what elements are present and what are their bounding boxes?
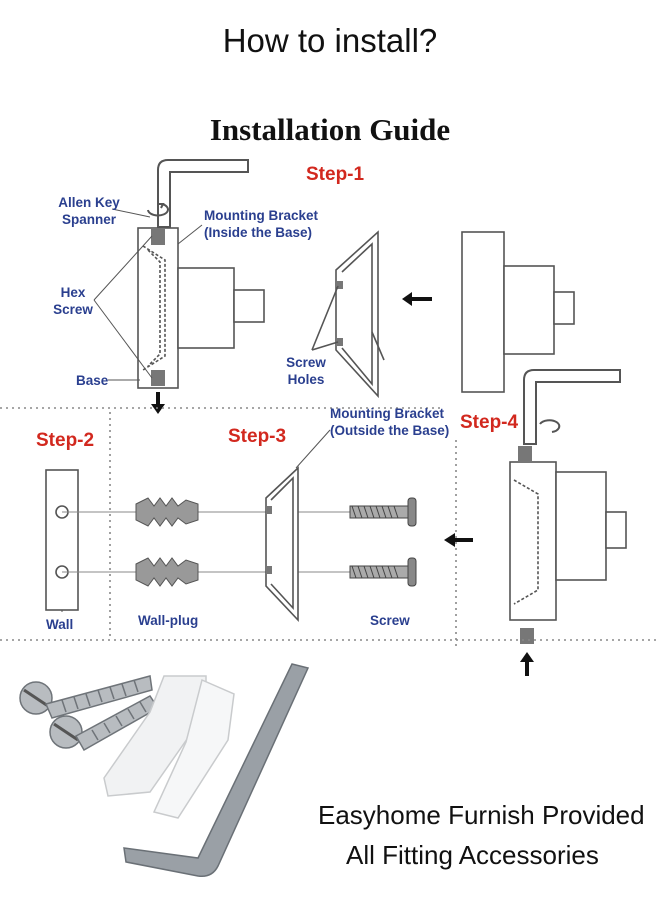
wall-label: Wall: [46, 617, 74, 632]
leader-bracket-step3: [295, 429, 331, 469]
caption-line-1: Easyhome Furnish Provided: [318, 800, 645, 830]
screw-holes-label: Screw Holes: [286, 355, 326, 387]
guide-title: Installation Guide: [209, 112, 451, 147]
screw-bottom: [349, 557, 417, 587]
base-step4: [509, 461, 627, 621]
page-title: How to install?: [222, 22, 438, 59]
step-1-label: Step-1: [306, 164, 365, 185]
down-arrow-step1: [151, 392, 165, 414]
hex-screw-bottom-step4: [520, 628, 534, 644]
bracket-step3: [265, 466, 299, 623]
left-arrow-step4: [444, 533, 473, 547]
allen-key-label: Allen Key Spanner: [58, 195, 120, 227]
screw-top: [349, 497, 417, 527]
accessories-illustration: [19, 663, 310, 878]
step-2-label: Step-2: [36, 430, 95, 451]
allen-key-photo: [123, 663, 310, 878]
caption-line-2: All Fitting Accessories: [346, 840, 599, 870]
up-arrow-step4: [520, 652, 534, 676]
wall-plug-top: [135, 497, 199, 527]
hex-screw-bottom-step1: [151, 370, 165, 386]
left-arrow-step1: [402, 292, 432, 306]
base-right-step1: [461, 231, 575, 393]
allen-key-step1: [147, 159, 249, 228]
base-label: Base: [76, 373, 109, 388]
mounting-bracket-outside-label: Mounting Bracket (Outside the Base): [330, 406, 450, 438]
base-step1: [137, 227, 265, 389]
screw-photo-1: [19, 675, 153, 719]
step-3-label: Step-3: [228, 426, 287, 447]
leader-lines-step1: [93, 208, 203, 381]
allen-key-step4: [523, 369, 621, 445]
wall-plug-bottom: [135, 557, 199, 587]
mounting-bracket-inside-label: Mounting Bracket (Inside the Base): [204, 208, 319, 240]
wall-step2: [45, 469, 79, 611]
step-4-label: Step-4: [460, 412, 519, 433]
wall-plug-photo-2: [152, 678, 235, 819]
divider-lines: [0, 407, 660, 646]
alignment-lines: [62, 511, 350, 573]
screw-label: Screw: [370, 613, 410, 628]
hex-screw-top-step4: [518, 446, 532, 462]
hex-screw-label: Hex Screw: [53, 285, 93, 317]
hex-screw-top-step1: [151, 229, 165, 245]
wall-plug-label: Wall-plug: [138, 613, 199, 628]
bracket-step1: [311, 230, 385, 399]
